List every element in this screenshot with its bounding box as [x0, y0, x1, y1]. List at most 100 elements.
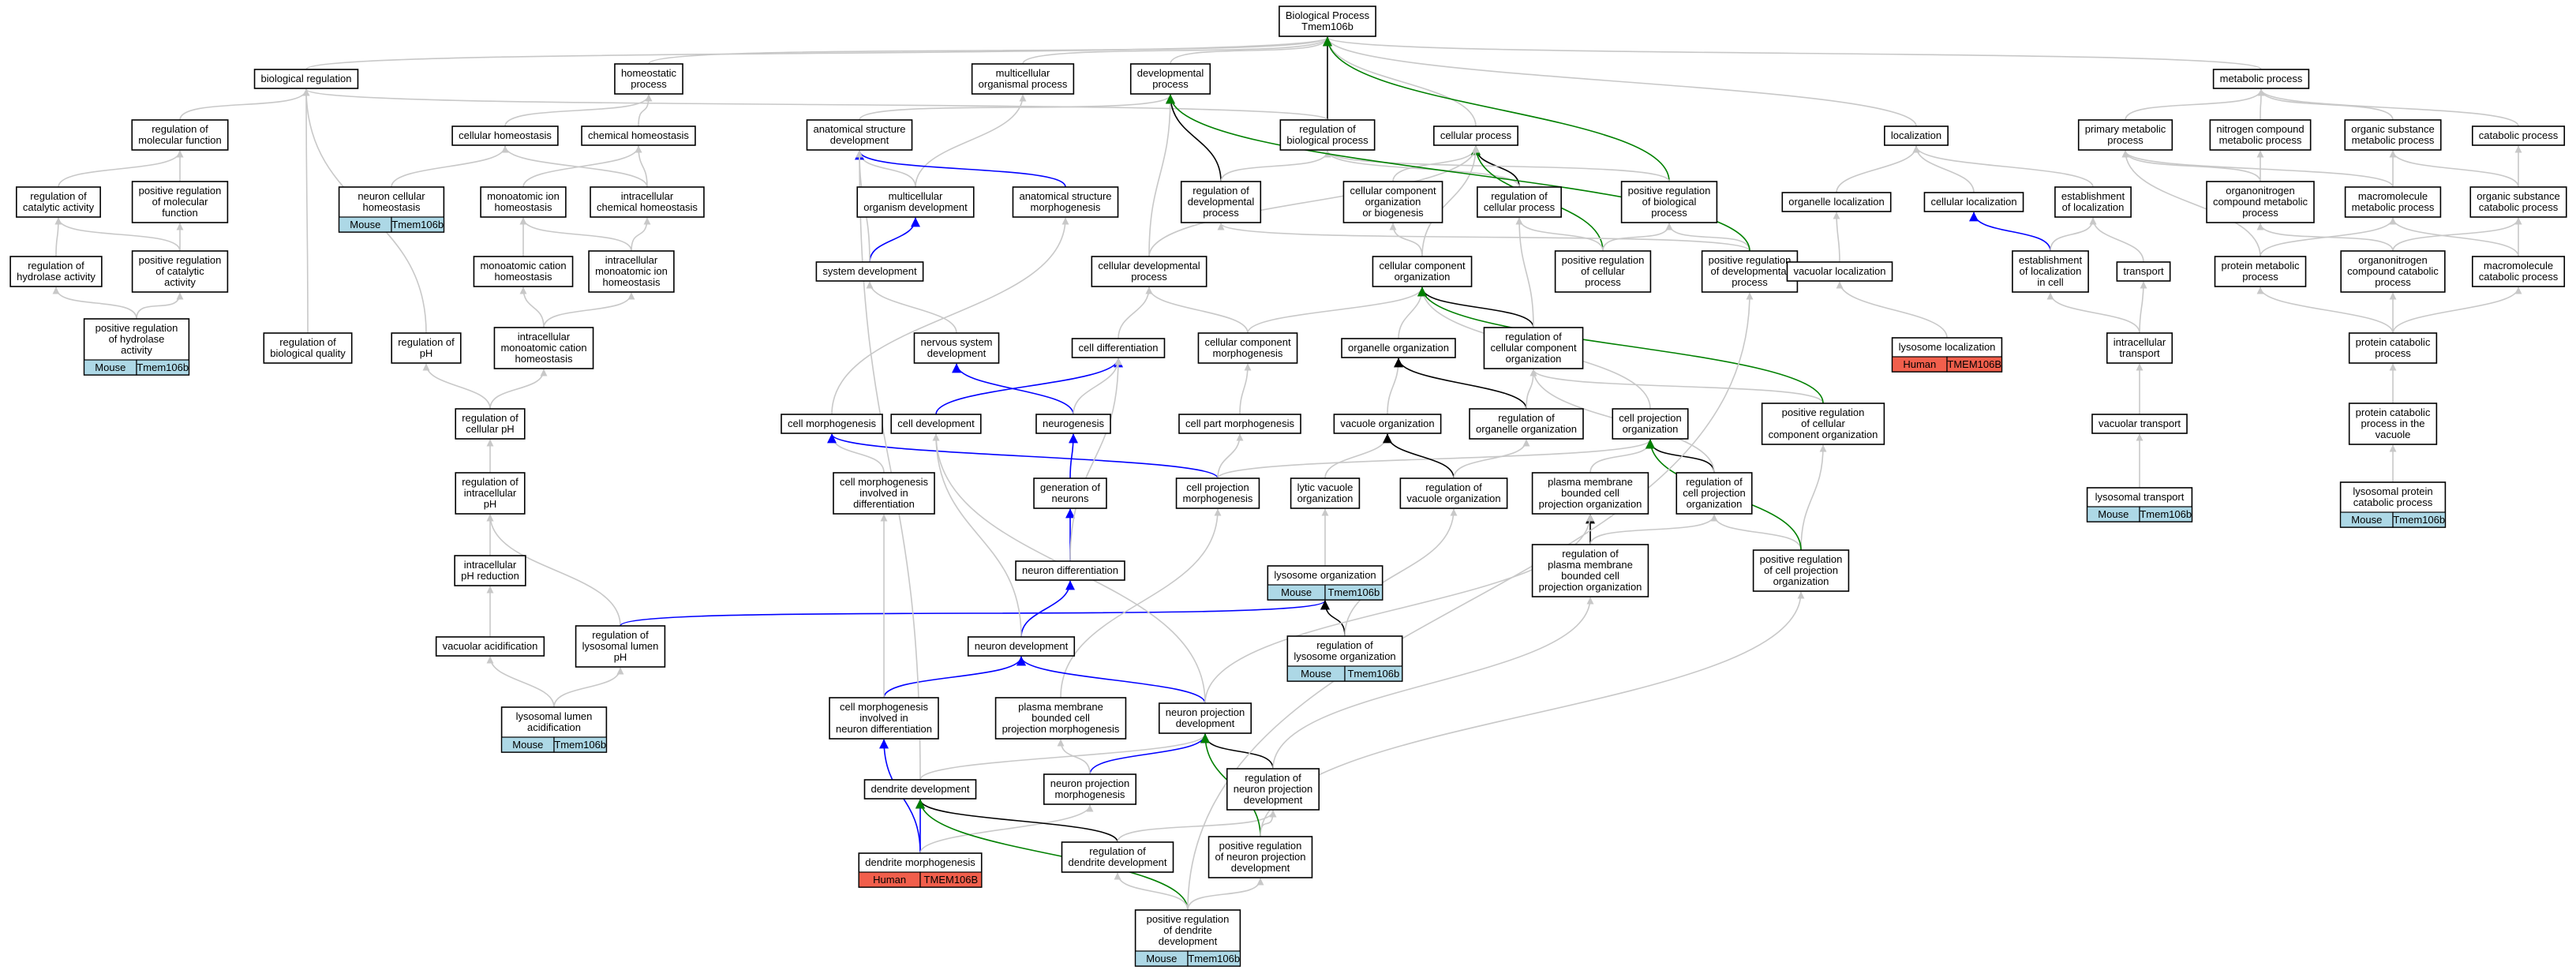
go-term-node[interactable]: biological regulation: [253, 69, 359, 89]
go-term-node[interactable]: neurogenesis: [1035, 414, 1111, 434]
go-term-node[interactable]: transport: [2116, 261, 2171, 282]
go-term-node[interactable]: vacuolar localization: [1786, 261, 1893, 282]
go-term-node[interactable]: cell differentiation: [1071, 338, 1166, 358]
go-term-node[interactable]: system development: [815, 261, 924, 282]
go-term-node[interactable]: cellular process: [1433, 125, 1518, 146]
go-term-node[interactable]: organelle localization: [1781, 192, 1892, 212]
go-term-node[interactable]: catabolic process: [2471, 125, 2566, 146]
go-term-node[interactable]: neuron development: [967, 636, 1076, 657]
go-term-node[interactable]: metabolic process: [2212, 69, 2310, 89]
go-term-node[interactable]: vacuole organization: [1333, 414, 1442, 434]
go-term-node[interactable]: organelle organization: [1341, 338, 1456, 358]
go-term-node[interactable]: vacuolar acidification: [435, 636, 545, 657]
go-term-node[interactable]: cell development: [890, 414, 982, 434]
go-term-node[interactable]: cell morphogenesis: [781, 414, 883, 434]
go-term-node[interactable]: cell part morphogenesis: [1178, 414, 1301, 434]
go-term-node[interactable]: cellular localization: [1923, 192, 2024, 212]
go-term-node[interactable]: vacuolar transport: [2091, 414, 2188, 434]
go-term-node[interactable]: localization: [1884, 125, 1949, 146]
go-term-node[interactable]: cellular homeostasis: [451, 125, 559, 146]
go-term-node[interactable]: neuron differentiation: [1015, 560, 1125, 581]
go-term-node[interactable]: dendrite development: [863, 779, 977, 800]
go-term-node[interactable]: chemical homeostasis: [581, 125, 696, 146]
